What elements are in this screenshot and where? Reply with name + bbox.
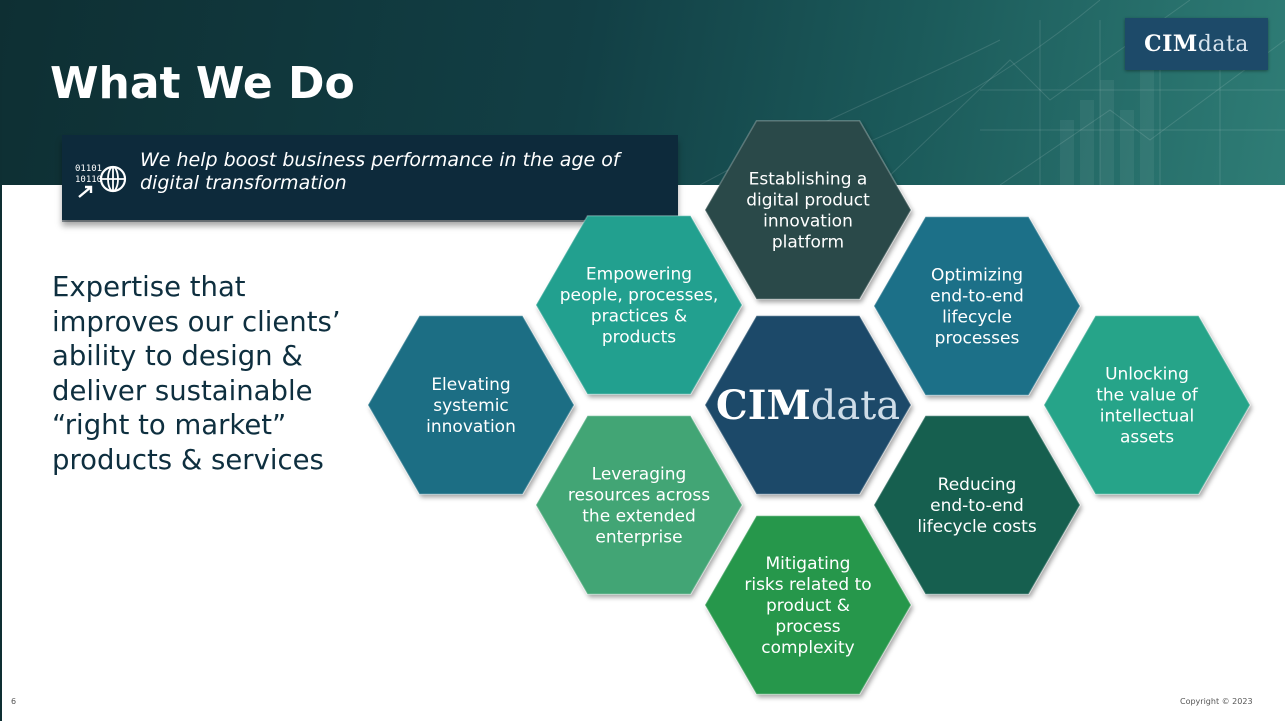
hexagon-label-line: enterprise xyxy=(595,528,682,548)
hexagon-label-line: assets xyxy=(1120,428,1174,448)
hexagon-shape xyxy=(535,215,743,395)
logo-part-data: data xyxy=(1197,32,1249,57)
logo-part-cim: CIM xyxy=(1144,31,1198,57)
hexagon-label-line: the extended xyxy=(582,507,695,527)
icon-binary-top: 01101 xyxy=(75,164,102,174)
hexagon-label-line: Leveraging xyxy=(592,465,687,485)
hexagon-label-line: Establishing a xyxy=(749,170,868,190)
icon-binary-bottom: 10110 xyxy=(75,175,102,185)
page-title: What We Do xyxy=(50,58,355,109)
hexagon-shape xyxy=(367,315,575,495)
hexagon-label-line: digital product xyxy=(746,191,870,211)
hexagon-label-line: resources across xyxy=(568,486,710,506)
hexagon-shape xyxy=(704,315,912,495)
hexagon-label-line: Reducing xyxy=(938,475,1017,495)
hexagon-label-line: Mitigating xyxy=(766,554,851,574)
hexagon-shape xyxy=(704,515,912,695)
expertise-statement: Expertise that improves our clients’ abi… xyxy=(52,271,341,476)
hexagon-shape xyxy=(704,120,912,300)
hexagon-label-line: end-to-end xyxy=(930,287,1024,307)
hub-logo-text: CIMdata xyxy=(716,382,900,429)
hexagon-label-line: Empowering xyxy=(586,265,692,285)
hexagon-shape xyxy=(1043,315,1251,495)
hexagon-group: ElevatingsystemicinnovationEmpoweringpeo… xyxy=(367,120,1251,695)
hexagon-label-line: risks related to xyxy=(744,575,871,595)
hexagon-label-line: innovation xyxy=(426,417,516,437)
copyright-notice: Copyright © 2023 xyxy=(1180,697,1253,706)
tagline-box: 01101 10110 We help boost business perfo… xyxy=(62,135,678,220)
slide-left-edge xyxy=(0,0,2,721)
page-number: 6 xyxy=(11,697,17,706)
hexagon-label-line: complexity xyxy=(761,638,855,658)
hexagon-label-line: innovation xyxy=(763,212,853,232)
hexagon-label-line: products xyxy=(602,328,676,348)
hexagon-label-line: Optimizing xyxy=(931,266,1023,286)
hexagon-label-line: Elevating xyxy=(431,375,510,395)
header-graphic xyxy=(699,0,1285,185)
hexagon-label-line: Unlocking xyxy=(1105,365,1189,385)
hexagon-label-line: lifecycle xyxy=(942,308,1012,328)
cimdata-logo: CIMdata xyxy=(1125,18,1268,70)
hexagon-label-line: platform xyxy=(772,233,844,253)
hexagon-label-line: lifecycle costs xyxy=(917,517,1037,537)
hexagon-label-line: process xyxy=(775,617,840,637)
hexagon-shape xyxy=(535,415,743,595)
hexagon-label-line: end-to-end xyxy=(930,496,1024,516)
hexagon-label-line: systemic xyxy=(433,396,509,416)
hexagon-shape xyxy=(873,415,1081,595)
hexagon-label-line: processes xyxy=(935,329,1020,349)
hub-logo-data: data xyxy=(811,383,900,429)
hexagon-label-line: intellectual xyxy=(1100,407,1194,427)
tagline-text: We help boost business performance in th… xyxy=(140,149,620,194)
hexagon-center: CIMdata xyxy=(704,315,912,495)
hexagon-label-line: practices & xyxy=(591,307,687,327)
hexagon-label-line: people, processes, xyxy=(560,286,718,306)
hexagon-shape xyxy=(873,216,1081,396)
hexagon-label-line: the value of xyxy=(1096,386,1199,406)
digital-globe-icon: 01101 10110 xyxy=(75,164,127,198)
hexagon-label-line: product & xyxy=(766,596,850,616)
hub-logo-cim: CIM xyxy=(716,382,811,429)
